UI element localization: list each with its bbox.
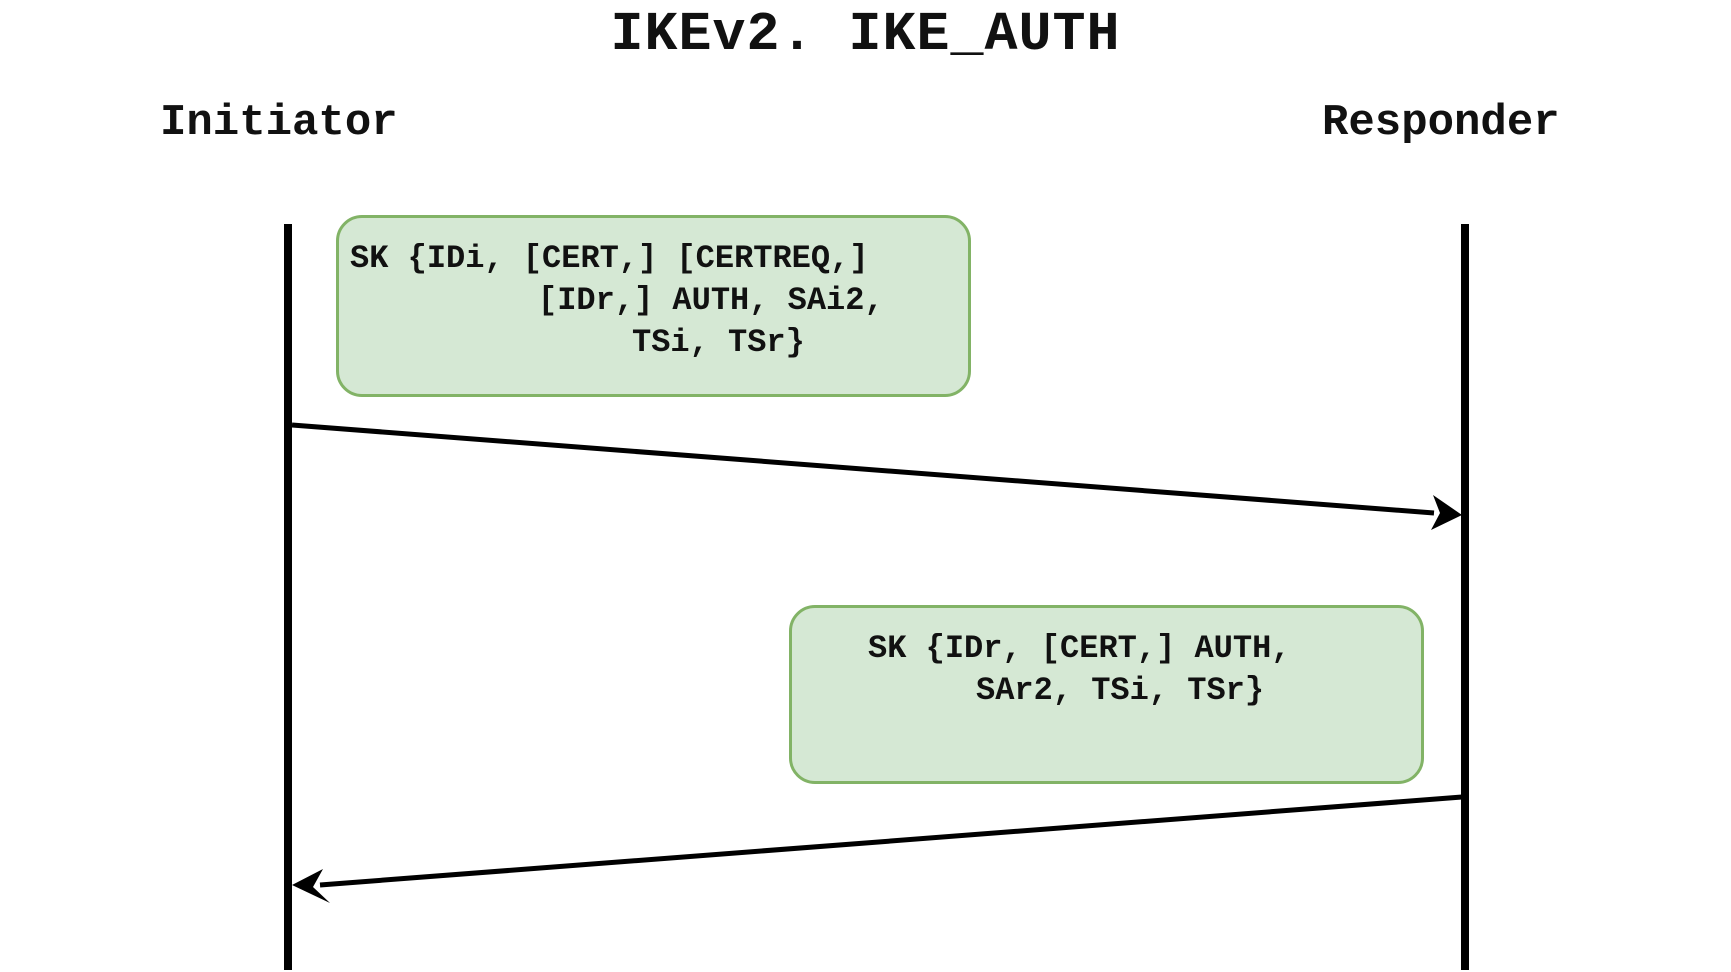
message-text-line: SK {IDr, [CERT,] AUTH, [868, 630, 1291, 667]
message-text-line: SAr2, TSi, TSr} [976, 672, 1265, 709]
initiator-label: Initiator [160, 98, 398, 148]
message-arrow-request [291, 422, 1435, 516]
message-text-line: TSi, TSr} [632, 324, 805, 361]
message-text-line: SK {IDi, [CERT,] [CERTREQ,] [350, 240, 869, 277]
message-text-line: [IDr,] AUTH, SAi2, [538, 282, 884, 319]
diagram-title: IKEv2. IKE_AUTH [610, 3, 1121, 66]
arrowhead-left [292, 869, 330, 903]
responder-label: Responder [1322, 98, 1560, 148]
message-arrow-response [319, 794, 1463, 888]
arrowhead-right [1431, 495, 1462, 530]
message-box-response [789, 605, 1424, 784]
message-box-request [336, 215, 971, 397]
